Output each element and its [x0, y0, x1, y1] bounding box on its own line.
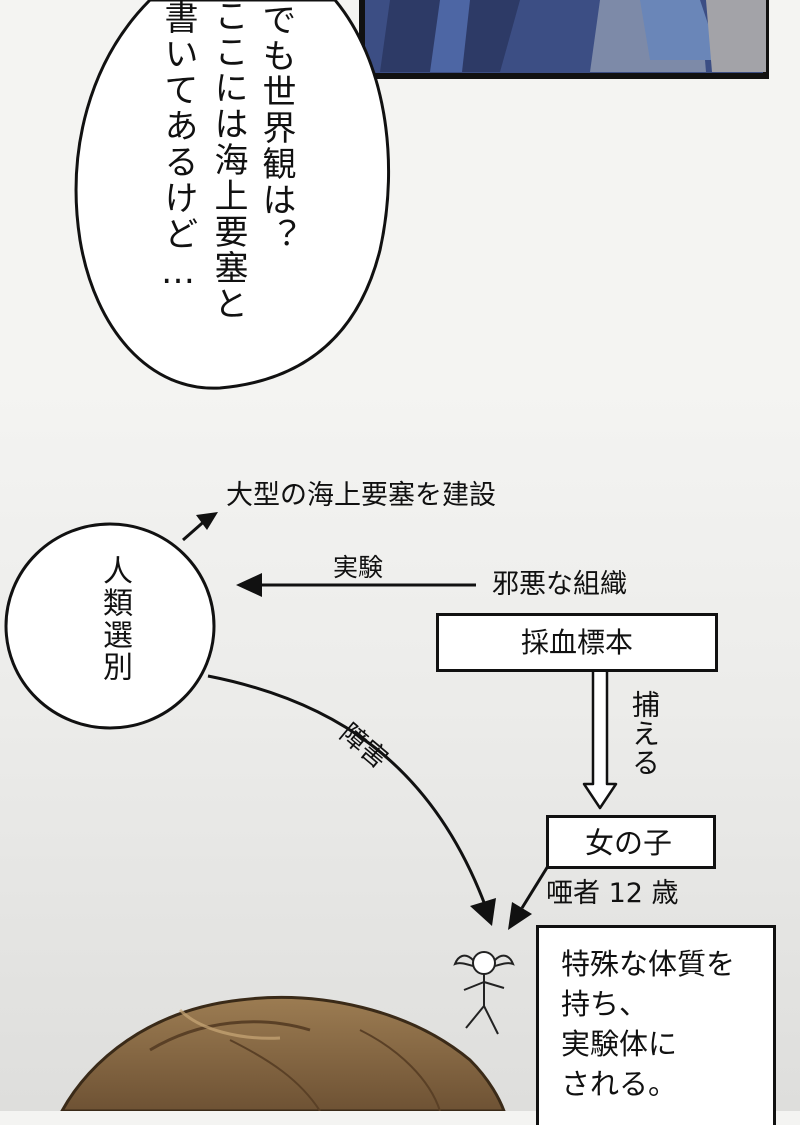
humanity-selection-circle	[4, 522, 216, 730]
description-line-3: 実験体に	[561, 1027, 678, 1061]
description-line-2: 持ち、	[561, 987, 649, 1021]
girl-box: 女の子	[546, 815, 716, 869]
stick-figure-girl	[453, 951, 515, 1035]
girl-label: 女の子	[585, 826, 673, 860]
arrow-obstacle	[207, 674, 496, 926]
top-panel	[359, 0, 769, 79]
arrow-girl	[508, 865, 550, 930]
character-hair	[60, 996, 506, 1111]
blood-sample-box: 採血標本	[436, 613, 718, 672]
circle-label: 人類選別	[97, 555, 132, 683]
capture-label: 捕える	[628, 690, 661, 777]
arrow-experiment	[236, 573, 476, 597]
speech-line-3: 書いてあるけど…	[158, 0, 198, 294]
arrow-to-fortress	[182, 512, 218, 542]
blood-sample-label: 採血標本	[521, 626, 634, 659]
fortress-label: 大型の海上要塞を建設	[226, 480, 496, 511]
description-line-4: される。	[561, 1067, 678, 1101]
speech-bubble	[74, 0, 391, 390]
organization-label: 邪悪な組織	[492, 569, 627, 600]
girl-note: 唖者 12 歳	[546, 878, 679, 909]
description-line-1: 特殊な体質を	[561, 947, 736, 981]
speech-line-2: ここには海上要塞と	[208, 0, 248, 322]
speech-line-1: でも世界観は？	[256, 2, 296, 254]
description-box: 特殊な体質を 持ち、 実験体に される。	[536, 925, 776, 1125]
arrow-capture	[582, 670, 618, 810]
experiment-label: 実験	[333, 553, 384, 582]
